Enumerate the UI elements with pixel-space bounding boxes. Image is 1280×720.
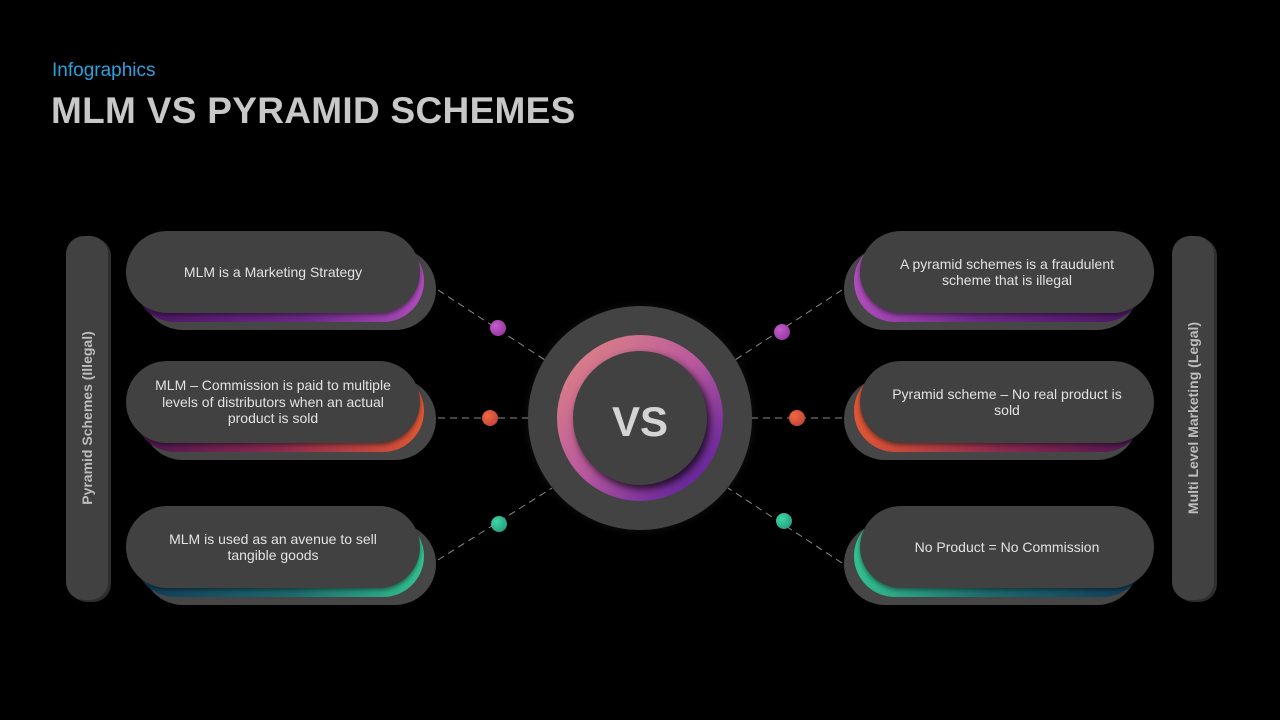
orange-dot-icon [482, 410, 498, 426]
vs-circle: VS [573, 351, 707, 485]
page-title: MLM VS PYRAMID SCHEMES [51, 90, 576, 131]
purple-dot-icon [774, 324, 790, 340]
purple-dot-icon [490, 320, 506, 336]
subtitle: Infographics [52, 60, 156, 81]
item-text: No Product = No Commission [914, 538, 1100, 555]
sidebar-pyramid-schemes: Pyramid Schemes (Illegal) [66, 236, 108, 600]
left-item-tangible-goods: MLM is used as an avenue to sell tangibl… [126, 506, 436, 605]
sidebar-label: Multi Level Marketing (Legal) [1185, 321, 1201, 515]
vs-label: VS [611, 398, 669, 445]
sidebar-label: Pyramid Schemes (Illegal) [79, 331, 95, 505]
left-item-commission: MLM – Commission is paid to multiple lev… [126, 361, 436, 460]
left-item-marketing-strategy: MLM is a Marketing Strategy [126, 231, 436, 330]
right-item-fraudulent: A pyramid schemes is a fraudulent scheme… [844, 231, 1154, 330]
item-text: MLM – Commission is paid to multiple lev… [155, 377, 391, 427]
item-text: A pyramid schemes is a fraudulent scheme… [900, 255, 1114, 289]
orange-dot-icon [789, 410, 805, 426]
green-dot-icon [491, 516, 507, 532]
item-text: MLM is used as an avenue to sell tangibl… [169, 530, 377, 564]
right-item-no-real-product: Pyramid scheme – No real product is sold [844, 361, 1154, 460]
sidebar-multi-level-marketing: Multi Level Marketing (Legal) [1172, 236, 1214, 600]
right-item-no-commission: No Product = No Commission [844, 506, 1154, 605]
green-dot-icon [776, 513, 792, 529]
item-text: MLM is a Marketing Strategy [183, 263, 363, 280]
item-text: Pyramid scheme – No real product is sold [892, 385, 1122, 419]
